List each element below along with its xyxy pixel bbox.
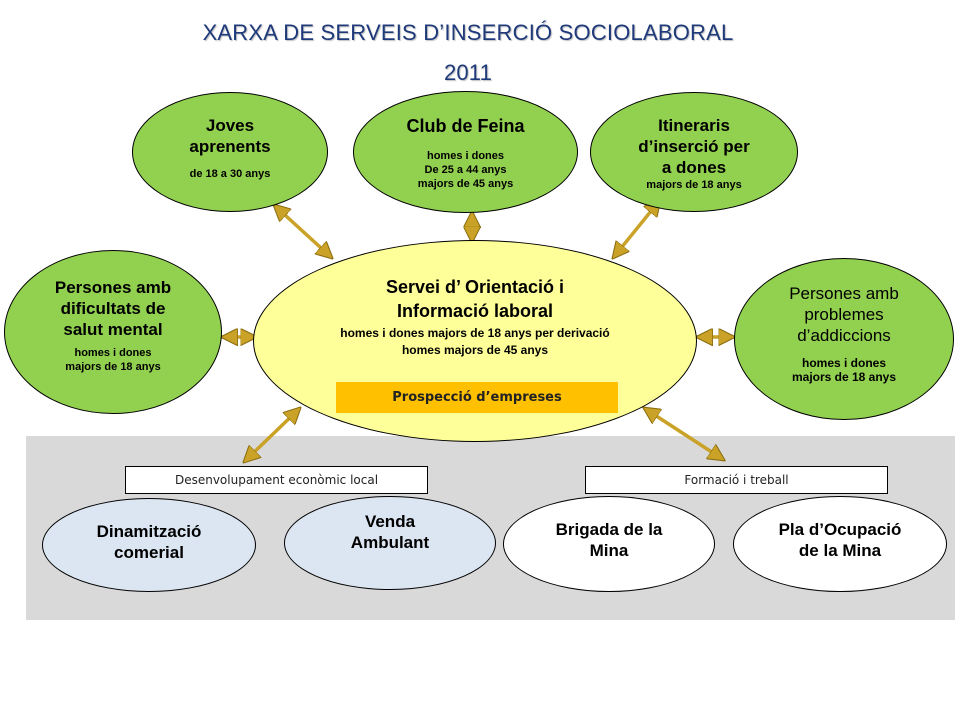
salut-sub-2: majors de 18 anys: [65, 361, 161, 373]
node-itineraris: Itineraris d’inserció per a dones majors…: [590, 92, 798, 212]
arrow-joves: [274, 205, 332, 258]
center-sub-1: homes i dones majors de 18 anys per deri…: [340, 326, 610, 340]
salut-title-2: dificultats de: [60, 299, 166, 318]
addiccions-title-2: problemes: [804, 305, 884, 324]
joves-title-2: aprenents: [189, 137, 271, 156]
club-sub-3: majors de 45 anys: [417, 178, 514, 190]
center-title-1: Servei d’ Orientació i: [385, 277, 565, 297]
node-dinamitzacio: Dinamització comerial: [42, 498, 256, 592]
center-sub-2: homes majors de 45 anys: [401, 343, 549, 357]
joves-subtitle: de 18 a 30 anys: [189, 168, 271, 180]
label-desenvolupament: Desenvolupament econòmic local: [125, 466, 428, 494]
node-venda-ambulant: Venda Ambulant: [284, 496, 496, 590]
salut-title-1: Persones amb: [54, 278, 172, 297]
diagram-title: XARXA DE SERVEIS D’INSERCIÓ SOCIOLABORAL: [202, 20, 734, 45]
addiccions-sub-1: homes i dones: [801, 356, 887, 370]
node-joves-aprenents: Joves aprenents de 18 a 30 anys: [132, 92, 328, 212]
prospeccio-box: Prospecció d’empreses: [336, 382, 618, 413]
addiccions-title-3: d’addiccions: [797, 326, 891, 345]
brigada-line-2: Mina: [589, 541, 629, 560]
itineraris-title-3: a dones: [661, 158, 727, 177]
brigada-line-1: Brigada de la: [555, 520, 663, 539]
joves-title-1: Joves: [205, 116, 255, 135]
node-servei-orientacio: Servei d’ Orientació i Informació labora…: [253, 240, 697, 442]
node-brigada: Brigada de la Mina: [503, 496, 715, 592]
arrow-itineraris: [613, 200, 660, 258]
itineraris-title-2: d’inserció per: [638, 137, 750, 156]
node-pla-ocupacio: Pla d’Ocupació de la Mina: [733, 496, 947, 592]
node-club-de-feina: Club de Feina homes i dones De 25 a 44 a…: [353, 91, 578, 213]
venda-line-2: Ambulant: [350, 533, 430, 552]
salut-title-3: salut mental: [63, 320, 163, 339]
addiccions-sub-2: majors de 18 anys: [791, 370, 897, 384]
club-sub-1: homes i dones: [426, 150, 505, 162]
dinamitzacio-line-1: Dinamització: [96, 522, 202, 541]
diagram-year: 2011: [443, 60, 493, 85]
itineraris-title-1: Itineraris: [658, 116, 730, 135]
club-title: Club de Feina: [406, 116, 525, 136]
node-salut-mental: Persones amb dificultats de salut mental…: [4, 250, 222, 414]
arrow-desenvolupament: [244, 408, 300, 462]
pla-line-2: de la Mina: [798, 541, 882, 560]
addiccions-title-1: Persones amb: [789, 284, 899, 303]
pla-line-1: Pla d’Ocupació: [778, 520, 902, 539]
itineraris-subtitle: majors de 18 anys: [646, 179, 742, 191]
venda-line-1: Venda: [364, 512, 416, 531]
label-formacio: Formació i treball: [585, 466, 888, 494]
dinamitzacio-line-2: comerial: [114, 543, 184, 562]
node-addiccions: Persones amb problemes d’addiccions home…: [734, 258, 954, 420]
club-sub-2: De 25 a 44 anys: [424, 164, 507, 176]
salut-sub-1: homes i dones: [74, 347, 152, 359]
arrow-formacio: [644, 408, 724, 460]
center-title-2: Informació laboral: [396, 301, 554, 321]
